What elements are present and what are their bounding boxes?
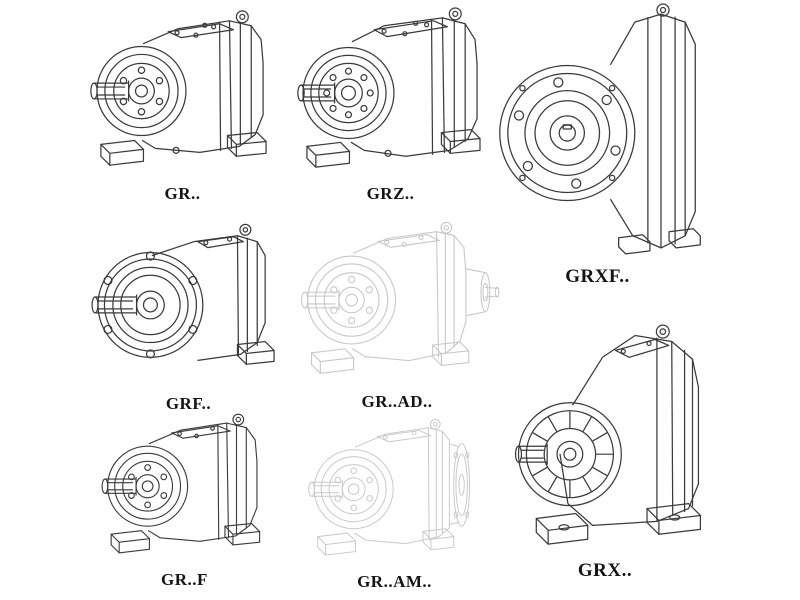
gearbox-drawing-gram bbox=[308, 418, 471, 556]
label-grad: GR..AD.. bbox=[361, 392, 433, 411]
label-grz: GRZ.. bbox=[366, 184, 415, 203]
gearbox-drawing-gr bbox=[90, 10, 267, 166]
figure-grz: GRZ.. bbox=[288, 4, 493, 204]
label-grxf: GRXF.. bbox=[565, 266, 630, 287]
gearbox-drawing-grff bbox=[101, 413, 261, 554]
figure-grad: GR..AD.. bbox=[292, 214, 502, 412]
label-grf: GRF.. bbox=[165, 394, 212, 413]
figure-gram: GR..AM.. bbox=[292, 412, 497, 592]
figure-grx: GRX.. bbox=[494, 296, 716, 582]
figure-grxf: GRXF.. bbox=[490, 2, 705, 288]
gearbox-drawing-grz bbox=[297, 7, 481, 168]
label-gr: GR.. bbox=[164, 184, 201, 203]
figure-grf: GRF.. bbox=[86, 212, 291, 414]
label-grx: GRX.. bbox=[577, 560, 633, 581]
figure-grff: GR..F bbox=[82, 408, 287, 590]
label-gram: GR..AM.. bbox=[357, 572, 432, 591]
figure-gr: GR.. bbox=[80, 4, 285, 204]
gearbox-drawing-grf bbox=[91, 223, 275, 365]
gearbox-drawing-grad bbox=[301, 221, 500, 374]
gearbox-drawing-grx bbox=[514, 324, 702, 545]
gearbox-drawing-grxf bbox=[499, 3, 701, 255]
label-grff: GR..F bbox=[161, 570, 208, 589]
